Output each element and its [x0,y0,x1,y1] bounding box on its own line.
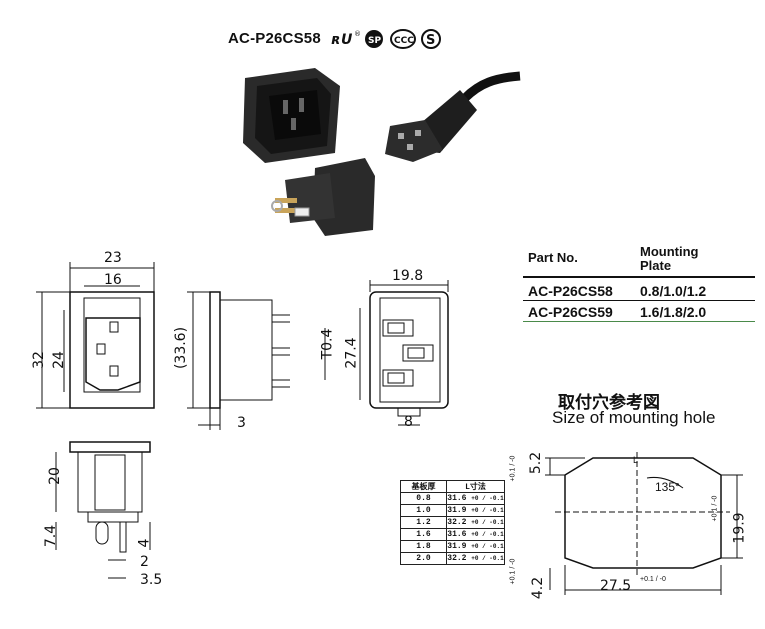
dim-bottom-b: 4 [136,538,153,548]
dim-side-depth: 3 [237,415,246,431]
dim-bottom-c: 2 [140,554,149,570]
dim-hole-width: 27.5 [600,578,632,594]
dim-front-height: 32 [30,351,47,369]
svg-text:®: ® [354,30,361,38]
table-divider [523,300,755,301]
dim-rear-tab: 8 [404,414,413,430]
s-mark-icon: S [421,29,441,49]
side-view [187,291,326,430]
length-cell: 31.9 +0 / -0.1 [446,540,505,553]
part-number-cell: AC-P26CS58 [528,283,613,299]
thickness-cell: 1.0 [400,504,447,517]
front-view [36,262,155,409]
table-divider [523,321,755,322]
svg-text:SP: SP [368,36,381,46]
mounting-hole-title-jp: 取付穴参考図 [558,393,660,413]
dim-hole-right: 19.9 [731,512,748,544]
angle-label: 135° [655,480,680,494]
dim-hole-top: 5.2 [528,451,545,475]
plate-cell: 1.6/1.8/2.0 [640,304,707,320]
dim-front-inner-height: 24 [50,351,67,369]
col-plate-header-line1: Mounting [640,244,699,259]
dim-terminal: T0.4 [319,328,336,360]
col-plate-header-line2: Plate [640,258,672,273]
thickness-cell: 0.8 [400,492,447,505]
dim-front-width: 23 [104,250,122,266]
length-cell: 32.2 +0 / -0.1 [446,552,505,565]
thickness-cell: 1.6 [400,528,447,541]
dim-hole-bottom-left-tolerance: +0.1 / -0 [509,558,517,585]
part-number-cell: AC-P26CS59 [528,304,613,320]
dim-hole-top-tolerance: +0.1 / -0 [509,455,517,482]
socket-rear-photo [271,158,375,236]
rear-view [359,280,449,426]
length-cell: 31.6 +0 / -0.1 [446,492,505,505]
length-cell: 31.6 +0 / -0.1 [446,528,505,541]
svg-text:ʀU: ʀU [331,32,353,48]
thickness-cell: 1.8 [400,540,447,553]
length-header: L寸法 [446,480,505,493]
length-cell: 32.2 +0 / -0.1 [446,516,505,529]
plate-cell: 0.8/1.0/1.2 [640,283,707,299]
dim-rear-width: 19.8 [392,268,424,284]
ul-recognized-mark-icon: ʀU ® [331,30,361,48]
mounting-hole-drawing [545,452,743,595]
dim-bottom-a: 7.4 [43,524,60,548]
table-row: 1.0 31.9 +0 / -0.1 [400,504,505,517]
col-part-header: Part No. [528,250,578,265]
svg-text:CCC: CCC [394,36,414,46]
length-cell: 31.9 +0 / -0.1 [446,504,505,517]
dim-hole-bottom-left: 4.2 [530,576,547,600]
dim-bottom-height: 20 [46,467,63,485]
table-row: 0.8 31.6 +0 / -0.1 [400,492,505,505]
table-row: 1.2 32.2 +0 / -0.1 [400,516,505,529]
table-row: 1.6 31.6 +0 / -0.1 [400,528,505,541]
thickness-table: 基板厚 L寸法 0.8 31.6 +0 / -0.1 1.0 31.9 +0 /… [400,480,505,565]
thickness-cell: 2.0 [400,552,447,565]
dim-side-height: (33.6) [173,326,190,370]
socket-front-photo [243,68,340,163]
mounting-hole-title-en: Size of mounting hole [552,408,716,427]
technical-drawings [36,262,449,579]
thickness-header: 基板厚 [400,480,447,493]
thickness-cell: 1.2 [400,516,447,529]
center-mark: L [633,455,639,465]
table-row: 2.0 32.2 +0 / -0.1 [400,552,505,565]
dim-bottom-d: 3.5 [140,572,163,588]
svg-text:S: S [426,33,435,48]
model-title: AC-P26CS58 [228,30,321,47]
dim-front-inner-width: 16 [104,272,122,288]
product-photos [243,68,521,236]
table-row: 1.8 31.9 +0 / -0.1 [400,540,505,553]
table-divider [523,276,755,278]
dim-hole-width-tolerance: +0.1 / -0 [640,576,666,583]
ccc-mark-icon: CCC [390,29,416,49]
cord-plug-photo [385,71,521,162]
dim-rear-height: 27.4 [343,337,360,369]
certification-marks: ʀU ® SP CCC S [331,29,441,49]
dim-hole-right-tolerance: +0.1 / -0 [711,495,719,522]
bottom-view [55,441,151,579]
csa-mark-icon: SP [365,30,383,48]
